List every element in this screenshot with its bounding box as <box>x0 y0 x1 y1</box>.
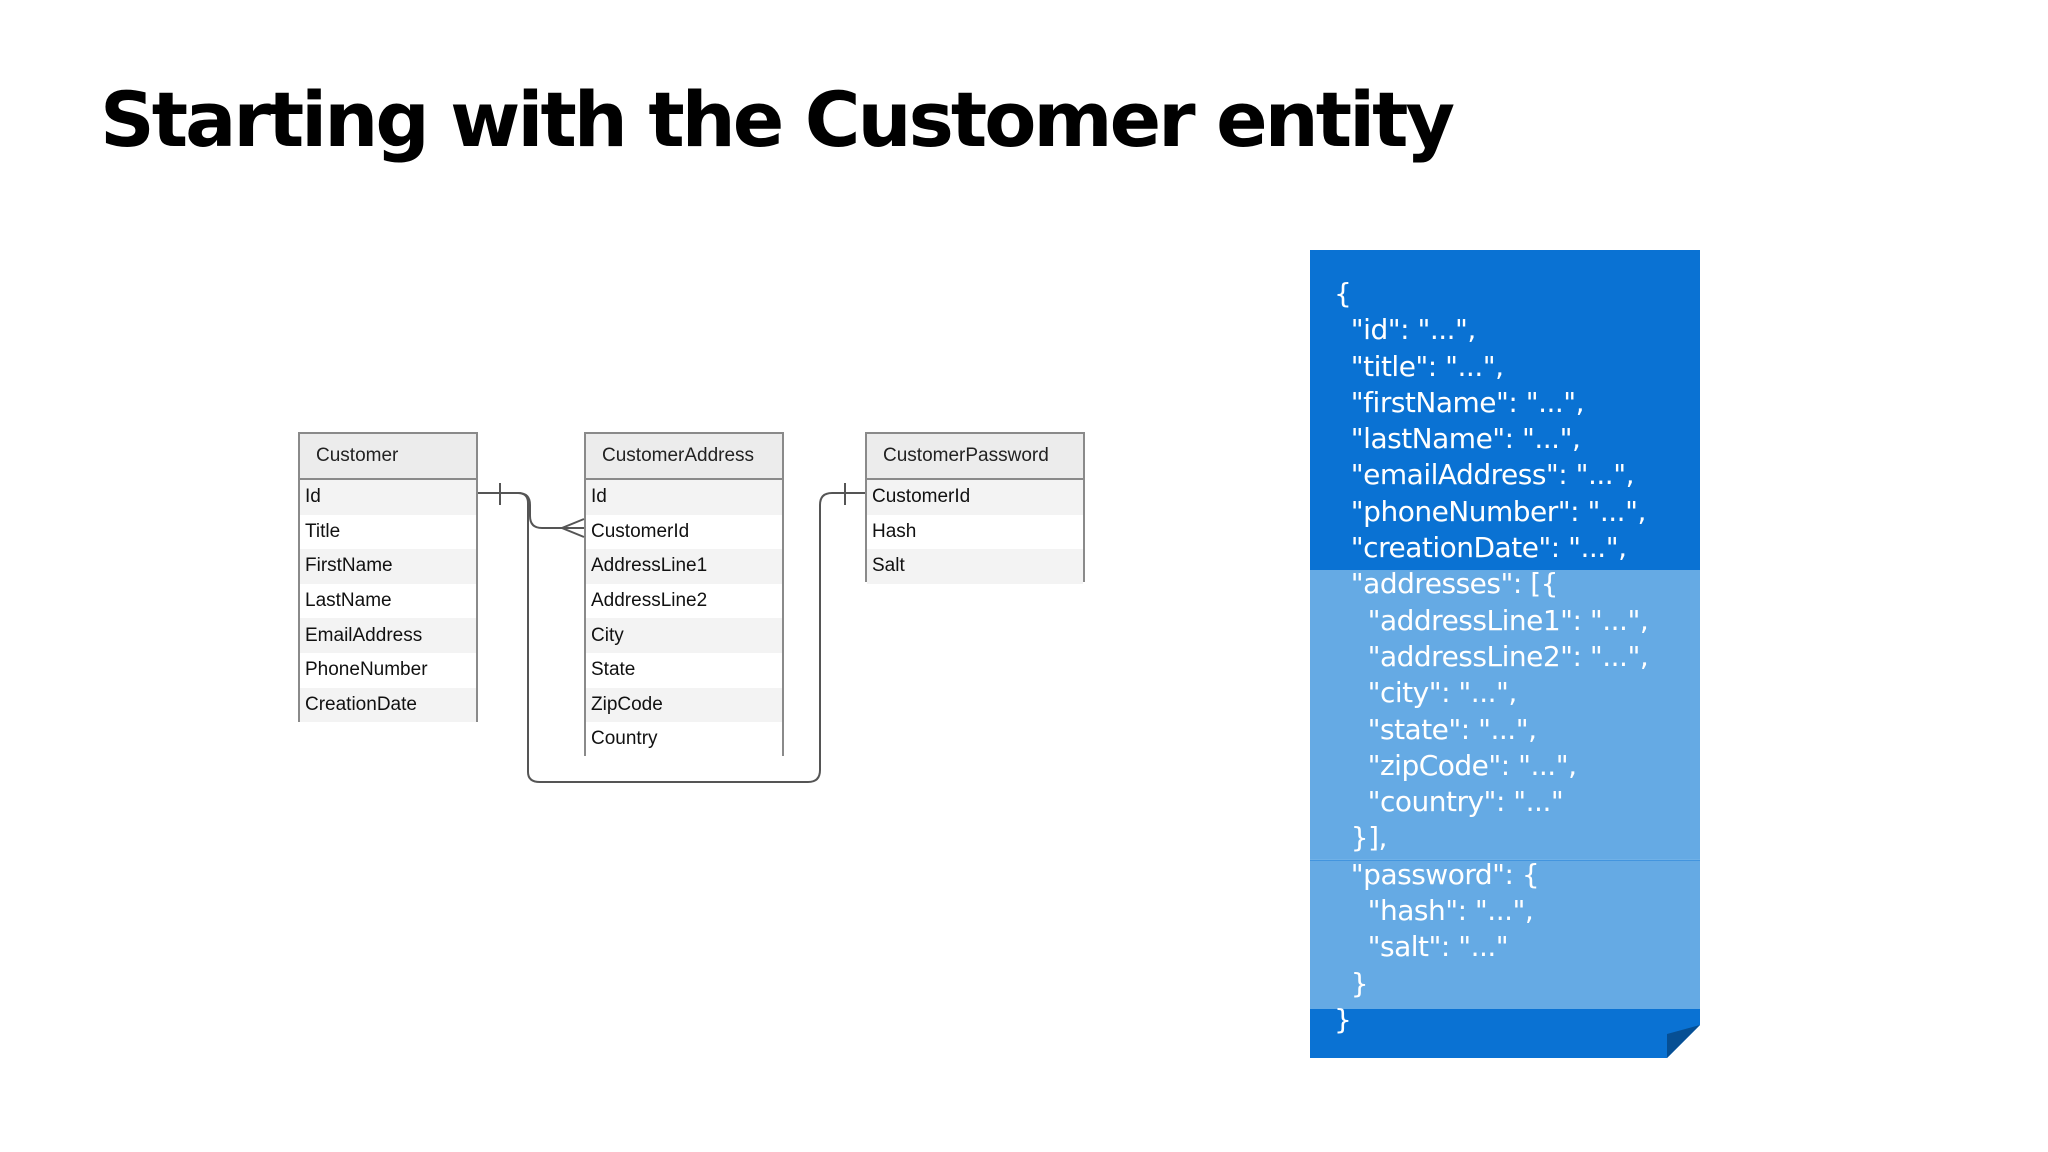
crows-foot-marker <box>559 518 585 538</box>
entity-field: City <box>586 618 782 653</box>
entity-field: Title <box>300 514 476 550</box>
entity-field: PhoneNumber <box>300 652 476 688</box>
entity-header: Customer <box>300 434 476 480</box>
relationship-line-customer-password <box>517 492 865 783</box>
entity-field: CustomerId <box>586 514 782 550</box>
entity-field: Salt <box>867 549 1083 584</box>
entity-field: Id <box>300 480 476 515</box>
entity-customer: Customer Id Title FirstName LastName Ema… <box>298 432 478 723</box>
entity-field: AddressLine2 <box>586 583 782 619</box>
entity-field: Country <box>586 722 782 757</box>
entity-header: CustomerPassword <box>867 434 1083 480</box>
page-fold-corner <box>1667 1025 1700 1058</box>
document-background <box>1310 250 1700 1058</box>
entity-field: EmailAddress <box>300 618 476 653</box>
slide-title: Starting with the Customer entity <box>100 75 1455 164</box>
entity-field: LastName <box>300 583 476 619</box>
json-document: { "id": "...", "title": "...", "firstNam… <box>1310 250 1700 1058</box>
entity-field: Hash <box>867 514 1083 550</box>
entity-field: Id <box>586 480 782 515</box>
relationship-line-customer-address <box>478 492 584 529</box>
entity-header: CustomerAddress <box>586 434 782 480</box>
entity-field: CustomerId <box>867 480 1083 515</box>
entity-field: FirstName <box>300 549 476 584</box>
json-code: { "id": "...", "title": "...", "firstNam… <box>1334 277 1649 1036</box>
entity-customer-password: CustomerPassword CustomerId Hash Salt <box>865 432 1085 584</box>
entity-field: State <box>586 652 782 688</box>
entity-field: AddressLine1 <box>586 549 782 584</box>
entity-field: ZipCode <box>586 687 782 723</box>
entity-field: CreationDate <box>300 687 476 723</box>
entity-customer-address: CustomerAddress Id CustomerId AddressLin… <box>584 432 784 757</box>
